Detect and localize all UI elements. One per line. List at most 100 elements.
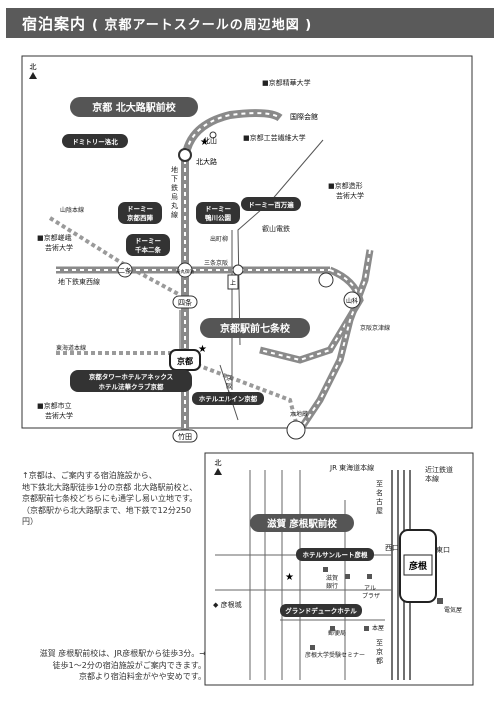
label-post: 郵便局 <box>328 629 346 637</box>
page-header: 宿泊案内 ( 京都アートスクールの周辺地図 ) <box>6 8 494 38</box>
svg-text:丸: 丸 <box>171 201 178 210</box>
label-sanjo-keihan: 三条京阪 <box>204 259 228 267</box>
shiga-note: 滋賀 彦根駅前校は、JR彦根駅から徒歩3分。→ 徒歩1～2分の宿泊施設がご案内で… <box>39 649 206 681</box>
hikone-station: 彦根 <box>399 529 437 603</box>
station-kokusai: 国際会館 <box>290 112 318 121</box>
svg-text:古: 古 <box>376 497 383 506</box>
nara-line <box>183 358 300 431</box>
svg-text:名: 名 <box>376 488 383 497</box>
north-marker: 北 <box>29 63 37 79</box>
svg-text:グランドデュークホテル: グランドデュークホテル <box>285 606 357 615</box>
label-eizan: 叡山電鉄 <box>262 224 290 233</box>
hotel-labels <box>62 134 301 405</box>
sanin-line-west <box>48 216 127 267</box>
svg-text:線: 線 <box>171 210 178 219</box>
station-nijo: 二条 <box>117 262 133 278</box>
label-shiga-bank-1: 滋賀 <box>326 574 338 582</box>
svg-text:竹田: 竹田 <box>178 432 192 441</box>
station-misasagi <box>318 272 334 288</box>
svg-text:鉄: 鉄 <box>171 183 178 192</box>
hotel-grand-deluxe: グランドデュークホテル <box>280 604 362 617</box>
hotel-el-inn: ホテルエルイン京都 <box>199 394 258 403</box>
hikone-school[interactable]: 滋賀 彦根駅前校 <box>250 514 354 532</box>
hotel-domi-nishijin-1: ドーミー <box>127 205 153 213</box>
label-keihan-honsen-1: 京 <box>226 374 232 382</box>
svg-text:北山: 北山 <box>203 136 217 145</box>
label-rokujizo: 六地蔵 <box>290 410 308 418</box>
svg-text:京: 京 <box>376 647 383 656</box>
label-shiritsu-2: 芸術大学 <box>45 411 73 420</box>
kitaoji-school[interactable]: 京都 北大路駅前校 <box>70 97 198 117</box>
svg-text:線: 線 <box>226 398 232 406</box>
hotel-tower-annex-1: 京都タワーホテルアネックス <box>89 372 173 381</box>
svg-text:烏丸御池: 烏丸御池 <box>176 268 194 275</box>
label-ohmi-1: 近江鉄道 <box>425 465 453 474</box>
kyoto-note: ↑京都は、ご案内する宿泊施設から、 地下鉄北大路駅徒歩1分の京都 北大路駅前校と… <box>22 471 198 526</box>
svg-text:屋: 屋 <box>376 507 383 515</box>
svg-text:下: 下 <box>171 175 178 183</box>
svg-text:二条: 二条 <box>119 266 133 275</box>
station-rokujizo <box>286 420 306 440</box>
label-zokei-1: ■京都造形 <box>328 181 363 190</box>
label-zokei-2: 芸術大学 <box>336 191 364 200</box>
label-shiritsu-1: ■京都市立 <box>37 401 72 410</box>
label-nishiguchi: 西口 <box>385 544 399 552</box>
label-higashiguchi: 東口 <box>436 545 450 554</box>
svg-text:烏: 烏 <box>171 192 178 201</box>
shichijo-school[interactable]: 京都駅前七条校 <box>200 318 310 338</box>
svg-text:阪: 阪 <box>226 382 232 390</box>
page-subtitle: ( 京都アートスクールの周辺地図 ) <box>92 17 313 33</box>
hikone-north-marker: 北 <box>214 459 222 475</box>
hotel-domi-senbon-1: ドーミー <box>135 237 161 245</box>
hotel-sunroute: ホテルサンルート彦根 <box>296 548 374 561</box>
svg-text:都: 都 <box>376 657 383 665</box>
label-to-nagoya-1: 至 <box>376 480 383 488</box>
station-yamashina: 山科 <box>343 291 361 309</box>
tozai-line <box>56 266 364 364</box>
label-ohmi-2: 本線 <box>425 474 439 483</box>
label-al-plaza-2: プラザ <box>362 593 380 600</box>
hotel-domi-senbon-2: 千本二条 <box>135 245 162 254</box>
label-seika: ■京都精華大学 <box>262 78 311 87</box>
kyoto-map-frame <box>21 55 473 429</box>
label-keihan-keishin: 京阪京津線 <box>360 324 390 332</box>
label-seminar: 彦根大学受験セミナー <box>305 651 365 659</box>
svg-text:北大路: 北大路 <box>196 157 217 166</box>
label-honya: 本屋 <box>372 624 384 632</box>
svg-text:山科: 山科 <box>346 297 358 305</box>
svg-text:北: 北 <box>215 459 222 467</box>
page-title: 宿泊案内 <box>22 14 87 33</box>
thin-lines <box>179 139 324 421</box>
svg-text:四条: 四条 <box>178 298 192 307</box>
label-saga-1: ■京都嵯峨 <box>37 233 72 242</box>
label-castle: ◆ 彦根城 <box>213 600 242 609</box>
label-karasuma-1: 地 <box>171 165 178 174</box>
station-gojo <box>227 274 239 290</box>
hotel-domi-hyakumanben: ドーミー百万遍 <box>248 200 294 209</box>
hikone-streets <box>215 470 392 680</box>
label-shiga-bank-2: 銀行 <box>326 582 338 590</box>
svg-text:上: 上 <box>230 279 236 287</box>
label-al-plaza-1: アル <box>364 585 376 592</box>
station-karasuma-oike: 烏丸御池 <box>176 262 194 278</box>
svg-text:ホテルサンルート彦根: ホテルサンルート彦根 <box>303 550 369 559</box>
hotel-domi-kamogawa-1: ドーミー <box>205 205 231 213</box>
hotel-tower-annex-2: ホテル法華クラブ京都 <box>99 382 165 391</box>
station-kyoto: 京都 <box>169 349 201 371</box>
label-demachi: 出町柳 <box>210 235 228 243</box>
label-sagano: 山陰本線 <box>60 206 84 214</box>
hikone-star-icon: ★ <box>285 572 294 583</box>
hikone-markers <box>310 567 443 650</box>
station-kitaoji: 北大路 <box>178 148 217 166</box>
label-tozai: 地下鉄東西線 <box>58 277 100 286</box>
hotel-domi-kamogawa-2: 鴨川公園 <box>205 213 232 222</box>
svg-text:京都駅前七条校: 京都駅前七条校 <box>220 322 291 335</box>
svg-text:京都: 京都 <box>177 356 193 366</box>
hotel-domi-nishijin-2: 京都西陣 <box>127 213 154 222</box>
svg-text:滋賀 彦根駅前校: 滋賀 彦根駅前校 <box>267 518 337 530</box>
hotel-domitory-rakuhoku: ドミトリー洛北 <box>72 137 118 146</box>
shichijo-star-icon: ★ <box>198 344 207 355</box>
label-denki: 電気屋 <box>444 606 462 614</box>
label-saga-2: 芸術大学 <box>45 243 73 252</box>
label-to-kyoto-1: 至 <box>376 639 383 647</box>
